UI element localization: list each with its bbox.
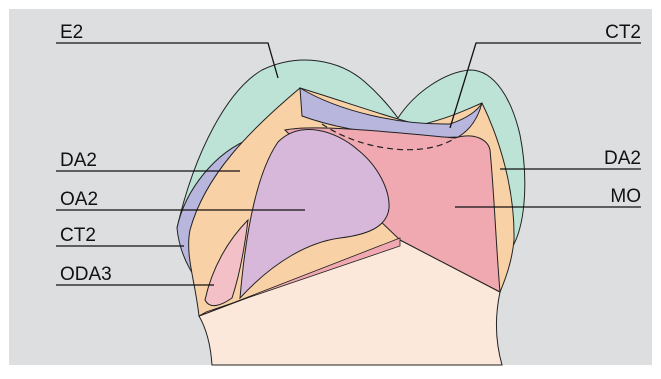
label-da2-left: DA2 xyxy=(60,150,97,171)
label-ct2-top: CT2 xyxy=(605,22,641,43)
label-mo: MO xyxy=(610,186,641,207)
label-oda3: ODA3 xyxy=(60,264,112,285)
label-da2-right: DA2 xyxy=(604,148,641,169)
label-ct2-left: CT2 xyxy=(60,225,96,246)
label-e2: E2 xyxy=(60,22,83,43)
label-oa2: OA2 xyxy=(60,189,98,210)
